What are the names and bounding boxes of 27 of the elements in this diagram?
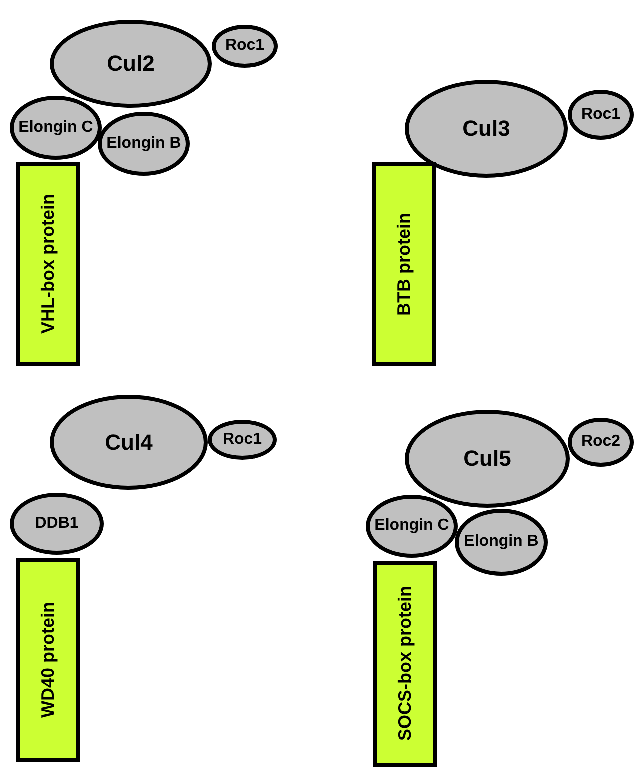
protein-label: Cul4 (104, 430, 154, 454)
protein-label: BTB protein (395, 212, 413, 316)
protein-label: Roc1 (222, 432, 264, 448)
protein-label: DDB1 (34, 516, 80, 532)
protein-ellipse (568, 90, 634, 140)
protein-label: WD40 protein (39, 602, 57, 718)
protein-label: SOCS-box protein (396, 586, 414, 742)
protein-label: Cul5 (462, 447, 512, 471)
protein-ellipse (568, 418, 634, 467)
protein-box (16, 162, 80, 366)
protein-ellipse (212, 25, 278, 68)
protein-label: Roc2 (580, 434, 622, 451)
protein-label: Cul3 (462, 117, 512, 141)
protein-label: Roc1 (580, 106, 622, 124)
protein-label: Elongin C (374, 518, 450, 535)
protein-ellipse (366, 495, 458, 558)
protein-ellipse (208, 420, 277, 460)
protein-box (16, 558, 80, 762)
protein-label: VHL-box protein (39, 194, 57, 334)
protein-box (373, 561, 437, 767)
protein-label: Elongin C (18, 120, 94, 136)
protein-label: Cul2 (106, 52, 156, 76)
protein-label: Roc1 (224, 38, 266, 55)
protein-box (372, 162, 436, 366)
protein-ellipse (10, 96, 102, 160)
protein-label: Elongin B (106, 136, 182, 152)
protein-label: Elongin B (463, 534, 540, 551)
